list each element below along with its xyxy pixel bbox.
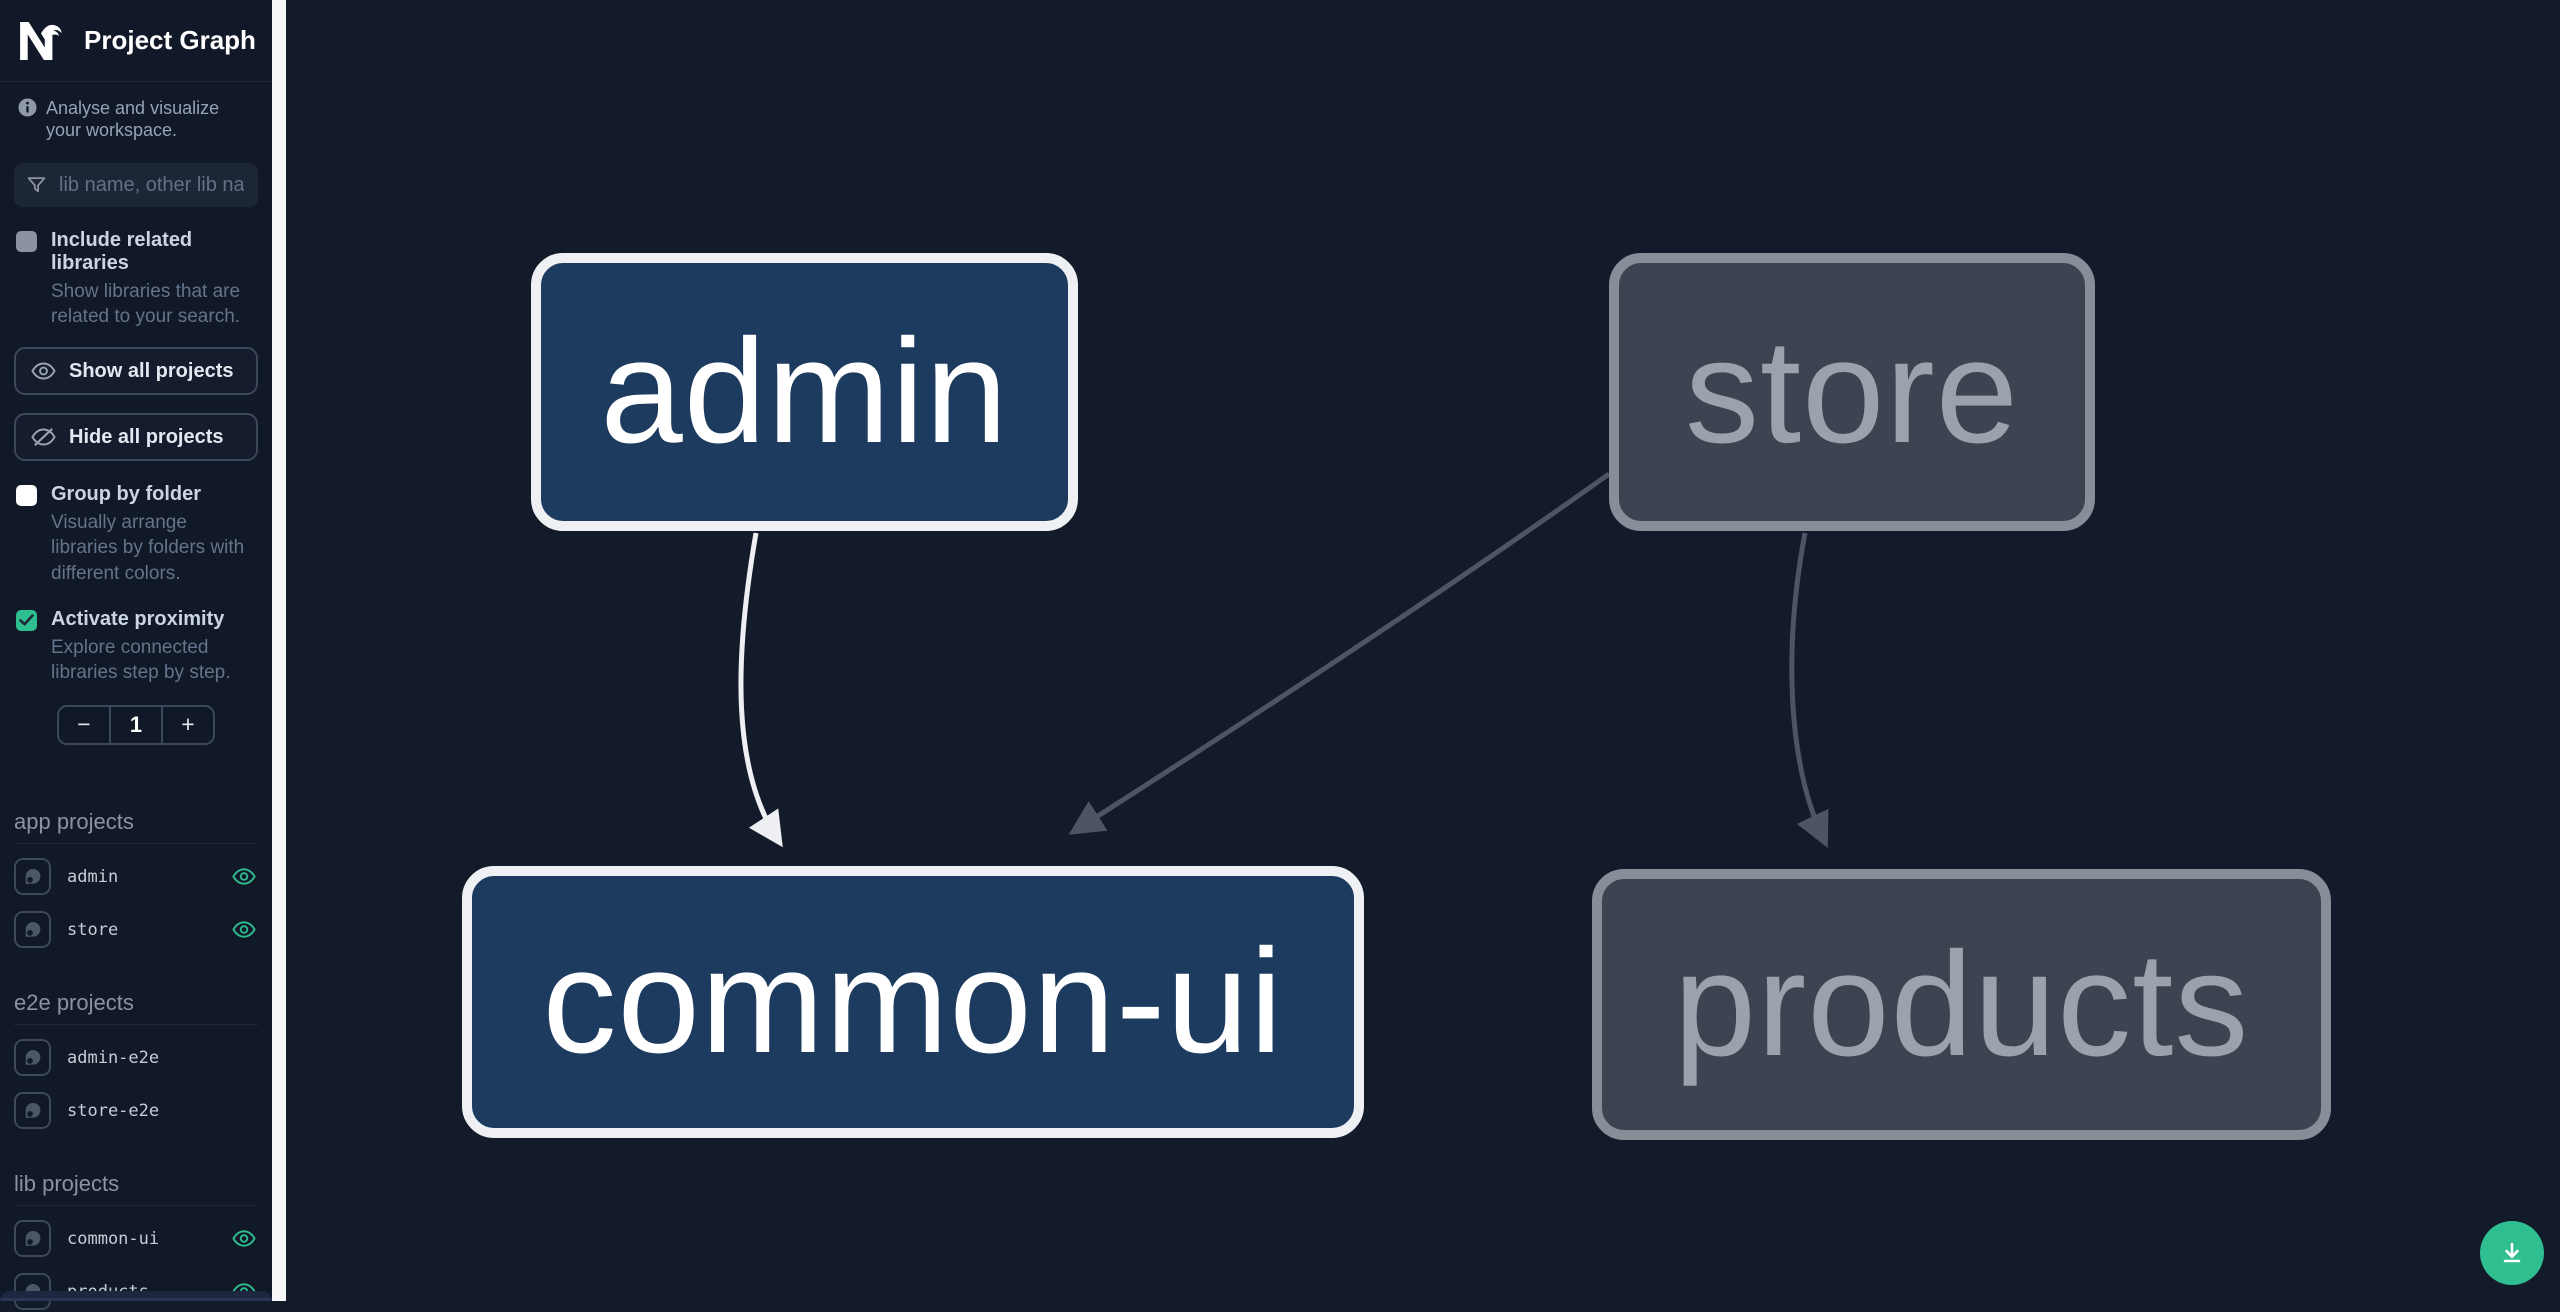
option-description: Show libraries that are related to your … — [51, 281, 241, 328]
graph-canvas[interactable]: admin store common-ui products — [286, 0, 2560, 1301]
project-row-common-ui: common-ui — [14, 1219, 258, 1259]
option-label: Group by folder — [51, 483, 201, 506]
download-icon — [2503, 1242, 2521, 1263]
graph-node-common-ui[interactable]: common-ui — [462, 866, 1364, 1138]
eye-off-icon — [31, 428, 56, 447]
focus-icon — [25, 922, 41, 938]
option-include-related[interactable]: Include related libraries Show libraries… — [0, 207, 272, 329]
search-box — [14, 163, 258, 208]
section-title: e2e projects — [14, 990, 258, 1025]
download-graph-button[interactable] — [2480, 1221, 2544, 1285]
node-label: common-ui — [542, 919, 1284, 1084]
node-label: admin — [600, 309, 1009, 474]
focus-project-button[interactable] — [14, 1092, 51, 1130]
checkbox-include-related[interactable] — [16, 231, 37, 253]
toggle-visibility-eye-icon[interactable] — [232, 921, 256, 938]
info-icon — [18, 98, 37, 117]
project-row-admin-e2e: admin-e2e — [14, 1038, 258, 1078]
hide-all-label: Hide all projects — [69, 425, 224, 448]
section-title: lib projects — [14, 1171, 258, 1206]
section-e2e-projects: e2e projects admin-e2e store-e2e — [0, 990, 272, 1131]
section-title: app projects — [14, 809, 258, 844]
edge-store-to-common-ui — [1068, 471, 1611, 835]
project-name: store — [67, 919, 119, 940]
option-activate-proximity[interactable]: Activate proximity Explore connected lib… — [0, 586, 272, 685]
show-all-label: Show all projects — [69, 359, 234, 382]
sidebar-header: Project Graph — [0, 0, 272, 82]
project-name: admin — [67, 866, 119, 887]
project-name: store-e2e — [67, 1100, 160, 1121]
proximity-decrement-button[interactable]: − — [77, 711, 91, 738]
focus-icon — [25, 1103, 41, 1119]
graph-node-store[interactable]: store — [1609, 253, 2095, 531]
focus-project-button[interactable] — [14, 911, 51, 949]
section-app-projects: app projects admin store — [0, 809, 272, 950]
focus-project-button[interactable] — [14, 1039, 51, 1077]
edge-admin-to-common-ui — [738, 532, 783, 848]
checkbox-activate-proximity[interactable] — [16, 609, 37, 631]
search-input[interactable] — [57, 172, 246, 198]
node-label: products — [1673, 921, 2250, 1087]
sidebar-vertical-scrollbar[interactable] — [272, 0, 286, 1301]
option-description: Explore connected libraries step by step… — [51, 636, 231, 683]
nx-logo — [20, 21, 62, 60]
workspace-tagline: Analyse and visualize your workspace. — [0, 82, 272, 141]
graph-node-products[interactable]: products — [1592, 869, 2331, 1140]
project-name: admin-e2e — [67, 1047, 160, 1068]
checkbox-group-by-folder[interactable] — [16, 485, 37, 507]
project-row-store: store — [14, 910, 258, 950]
edge-store-to-products — [1789, 532, 1829, 848]
tagline-text: Analyse and visualize your workspace. — [46, 98, 220, 140]
focus-project-button[interactable] — [14, 858, 51, 896]
proximity-increment-button[interactable]: + — [161, 706, 213, 743]
show-all-projects-button[interactable]: Show all projects — [14, 347, 258, 396]
option-label: Activate proximity — [51, 607, 225, 630]
project-name: common-ui — [67, 1228, 160, 1249]
option-group-by-folder[interactable]: Group by folder Visually arrange librari… — [0, 461, 272, 585]
eye-icon — [31, 362, 56, 380]
sidebar: Project Graph Analyse and visualize your… — [0, 0, 272, 1311]
page-title: Project Graph — [84, 25, 256, 55]
focus-icon — [25, 1231, 41, 1247]
node-label: store — [1684, 309, 2020, 474]
toggle-visibility-eye-icon[interactable] — [232, 1230, 256, 1247]
focus-icon — [25, 869, 41, 885]
sidebar-horizontal-scrollbar[interactable] — [0, 1291, 272, 1301]
proximity-value: 1 — [109, 706, 161, 743]
project-row-admin: admin — [14, 857, 258, 897]
focus-icon — [25, 1050, 41, 1066]
option-description: Visually arrange libraries by folders wi… — [51, 512, 245, 584]
toggle-visibility-eye-icon[interactable] — [232, 868, 256, 885]
option-label: Include related libraries — [51, 229, 193, 275]
focus-project-button[interactable] — [14, 1220, 51, 1258]
hide-all-projects-button[interactable]: Hide all projects — [14, 413, 258, 462]
graph-node-admin[interactable]: admin — [531, 253, 1078, 531]
filter-icon — [27, 176, 46, 192]
project-row-store-e2e: store-e2e — [14, 1091, 258, 1131]
proximity-stepper: − 1 + — [57, 704, 215, 745]
graph-edges — [738, 471, 1829, 848]
check-icon — [19, 614, 34, 626]
